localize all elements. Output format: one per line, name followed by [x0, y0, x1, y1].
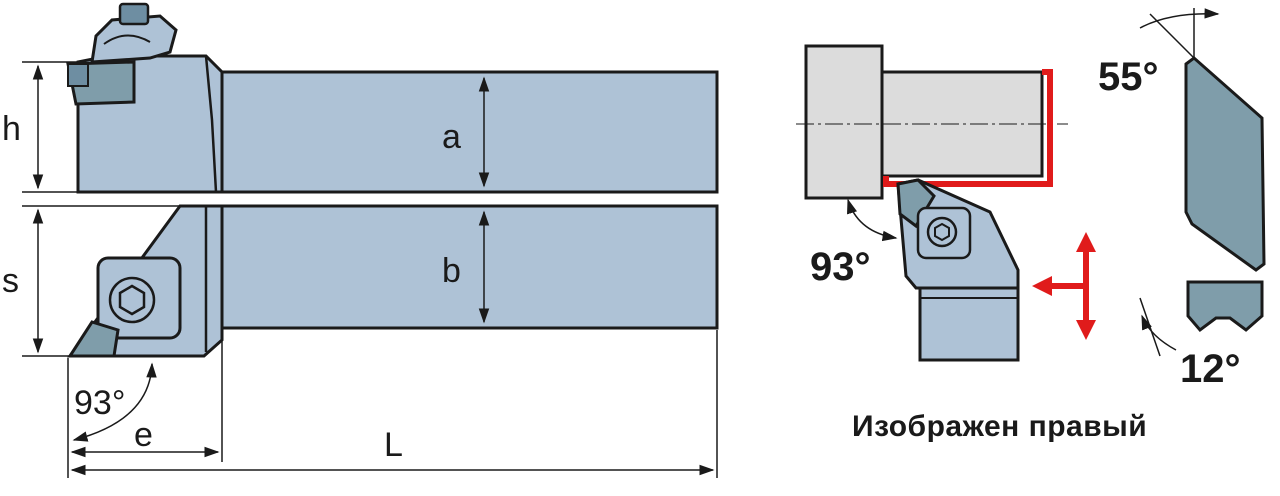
- red-cross-arrows-icon: [1032, 232, 1096, 340]
- label-e: e: [134, 416, 153, 454]
- hex-socket-icon: [934, 222, 950, 242]
- label-angle-12: 12°: [1180, 347, 1241, 391]
- hex-socket-icon: [118, 284, 146, 316]
- label-angle-55: 55°: [1098, 55, 1159, 99]
- caption: Изображен правый: [852, 410, 1147, 443]
- insert-tip: [67, 320, 120, 358]
- label-b: b: [442, 252, 461, 290]
- label-a: a: [442, 118, 461, 156]
- clamp-screw-top: [118, 2, 150, 26]
- side-view: a h: [2, 2, 719, 194]
- top-view: b s 93° e L: [2, 204, 719, 478]
- insert-profile: [1186, 280, 1264, 333]
- label-angle-left: 93°: [74, 384, 125, 422]
- label-angle-right: 93°: [810, 245, 871, 289]
- workpiece-view: 93°: [796, 44, 1096, 362]
- cut-edge: [883, 69, 1053, 187]
- insert-rhombus: [1184, 56, 1266, 272]
- chuck-block: [804, 44, 884, 200]
- label-L: L: [384, 426, 403, 464]
- shank-top: [220, 204, 719, 330]
- label-h: h: [2, 110, 21, 148]
- label-s: s: [2, 262, 19, 300]
- insert-detail: 55° 12°: [1098, 8, 1266, 391]
- shank-side: [220, 70, 719, 194]
- clamp-side: [90, 14, 178, 64]
- shank-right: [918, 286, 1020, 362]
